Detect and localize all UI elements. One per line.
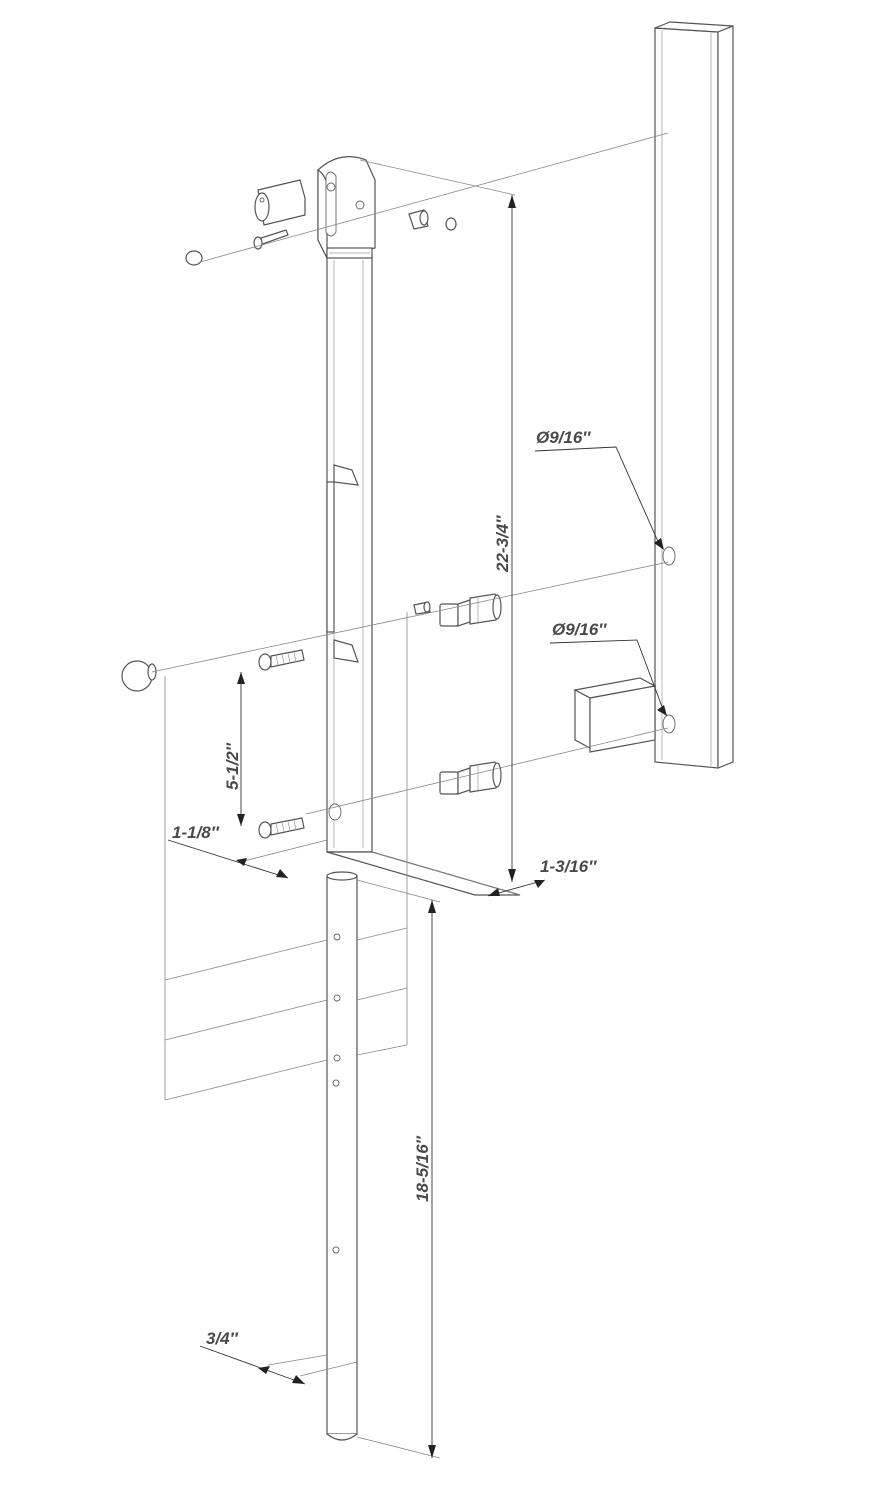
lock-cylinder bbox=[254, 179, 306, 226]
cylinder-screw bbox=[253, 229, 289, 250]
extension-lines bbox=[151, 132, 669, 1459]
dim-5-1-2: 5-1/2″ bbox=[223, 742, 242, 790]
post-hole-upper bbox=[662, 546, 676, 566]
post-hole-lower bbox=[662, 714, 676, 734]
drop-rod bbox=[326, 871, 358, 1441]
dim-diameter-lower: Ø9/16″ bbox=[552, 620, 607, 639]
head-screw bbox=[408, 209, 429, 230]
knob bbox=[121, 660, 157, 692]
nut-upper bbox=[439, 599, 471, 627]
keyhole-icon bbox=[325, 171, 337, 237]
small-screw bbox=[413, 601, 431, 615]
dimension-lines bbox=[167, 195, 667, 1458]
bolt-housing bbox=[326, 254, 521, 896]
square-post bbox=[654, 21, 734, 769]
cap-left bbox=[185, 250, 203, 266]
sleeve-upper bbox=[469, 593, 502, 625]
dim-1-3-16: 1-3/16″ bbox=[540, 857, 597, 876]
bolt-upper bbox=[258, 649, 305, 671]
dim-3-4: 3/4″ bbox=[206, 1329, 239, 1348]
cap-right bbox=[445, 217, 457, 231]
dim-22-3-4: 22-3/4″ bbox=[493, 515, 512, 573]
dim-1-1-8: 1-1/8″ bbox=[172, 823, 220, 842]
lock-head bbox=[317, 156, 376, 259]
keeper-block bbox=[573, 677, 657, 753]
dim-18-5-16: 18-5/16″ bbox=[413, 1135, 432, 1202]
bolt-lower bbox=[258, 817, 305, 839]
dim-diameter-upper: Ø9/16″ bbox=[536, 428, 591, 447]
sleeve-lower bbox=[469, 761, 502, 793]
nut-lower bbox=[439, 767, 471, 795]
